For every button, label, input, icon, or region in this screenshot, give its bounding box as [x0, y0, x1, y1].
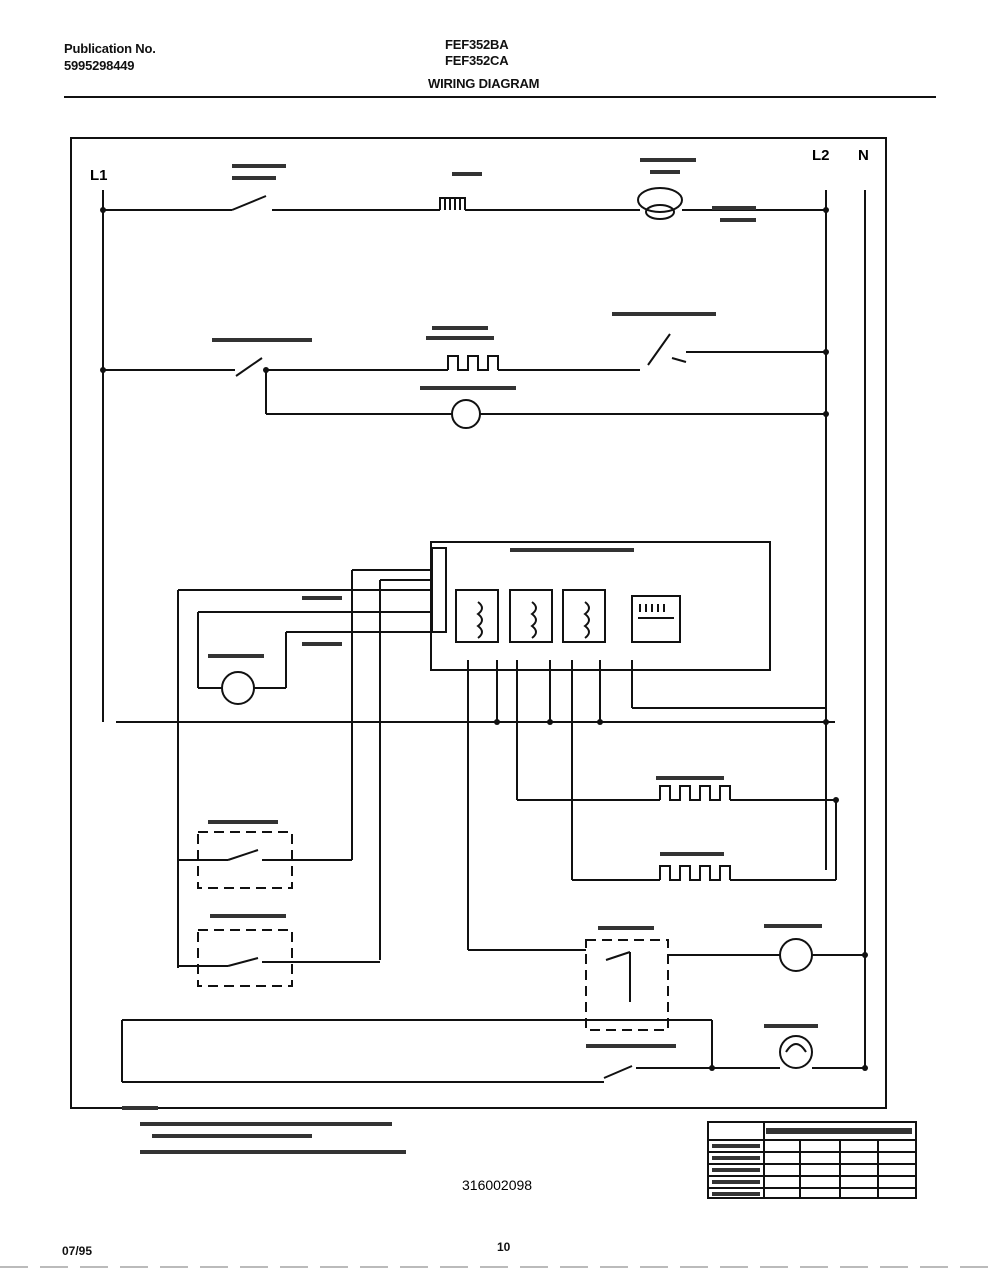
model-number-2: FEF352CA: [445, 53, 509, 68]
diagram-title: WIRING DIAGRAM: [428, 76, 540, 91]
publication-label: Publication No.: [64, 41, 156, 56]
relay-bake: [455, 589, 499, 643]
fluorescent-lamp: [637, 187, 683, 213]
diagram-frame: [70, 137, 887, 1109]
illegible-labels: [122, 158, 912, 1196]
relay-door: [562, 589, 606, 643]
ballast-coil: [439, 197, 466, 210]
lock-motor: [779, 938, 813, 972]
surface-indicator-light: [451, 399, 481, 429]
terminal-l2: L2: [812, 147, 830, 164]
lock-switch-b: [197, 929, 293, 987]
switch-chart: [707, 1121, 917, 1199]
footer-date: 07/95: [62, 1244, 93, 1258]
model-number-1: FEF352BA: [445, 37, 509, 52]
oven-lamp-switch: [603, 1065, 633, 1079]
scan-artifact: [0, 1266, 1000, 1268]
surface-unit-element: [447, 355, 499, 371]
page-number: 10: [497, 1240, 511, 1254]
surface-unit-circuit: [103, 333, 826, 429]
publication-number: 5995298449: [64, 58, 135, 73]
fluorescent-lamp-switch: [231, 195, 267, 211]
door-switch: [585, 939, 669, 1031]
header-rule: [64, 96, 936, 98]
relay-broil: [509, 589, 553, 643]
transformer: [631, 595, 681, 643]
oven-lamp: [779, 1035, 813, 1069]
surface-limit-switch: [647, 333, 671, 366]
fluorescent-lamp-circuit: [103, 187, 826, 220]
surface-unit-switch: [235, 357, 263, 377]
bake-element: [572, 865, 836, 881]
terminal-l1: L1: [90, 167, 108, 184]
drawing-number: 316002098: [462, 1177, 532, 1193]
convection-fan-motor: [221, 671, 255, 705]
broil-element: [517, 785, 836, 801]
terminal-n: N: [858, 147, 869, 164]
